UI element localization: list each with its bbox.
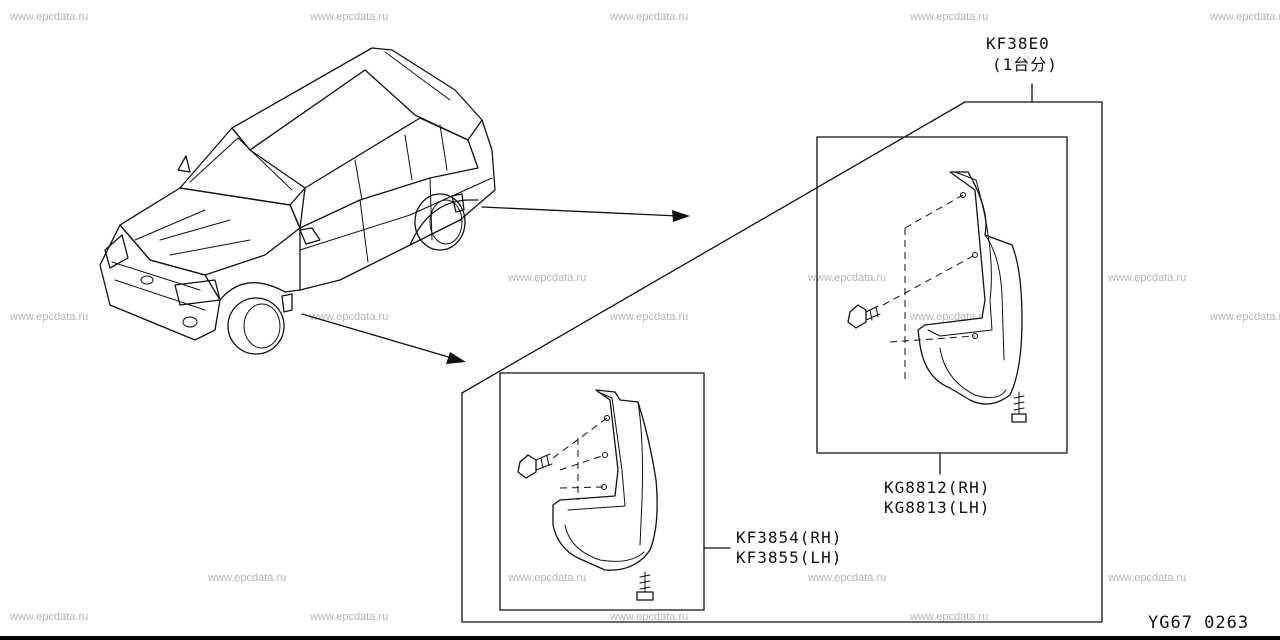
watermark: www.epcdata.ru	[1108, 272, 1187, 284]
watermark: www.epcdata.ru	[610, 11, 689, 23]
rear-guard-rh-label: KG8812(RH)	[884, 478, 991, 497]
watermark: www.epcdata.ru	[310, 11, 389, 23]
vehicle-illustration	[99, 47, 496, 355]
watermark: www.epcdata.ru	[910, 611, 989, 623]
watermark: www.epcdata.ru	[508, 272, 587, 284]
watermark: www.epcdata.ru	[10, 311, 89, 323]
kit-frame	[461, 83, 1103, 623]
watermark: www.epcdata.ru	[208, 572, 287, 584]
watermark: www.epcdata.ru	[10, 11, 89, 23]
watermark: www.epcdata.ru	[1210, 11, 1280, 23]
clip-icon	[517, 453, 553, 479]
watermark: www.epcdata.ru	[508, 572, 587, 584]
front-guard-rh-label: KF3854(RH)	[736, 528, 843, 547]
front-guard-lh-label: KF3855(LH)	[736, 548, 843, 567]
screw-icon	[1011, 391, 1027, 423]
watermark: www.epcdata.ru	[808, 572, 887, 584]
watermark: www.epcdata.ru	[610, 311, 689, 323]
watermark: www.epcdata.ru	[610, 611, 689, 623]
watermark: www.epcdata.ru	[310, 311, 389, 323]
kit-code-label: KF38E0	[986, 34, 1050, 53]
screw-icon	[636, 571, 654, 601]
clip-icon	[847, 304, 881, 329]
bottom-border	[0, 636, 1280, 640]
kit-qty-label: (1台分)	[992, 55, 1058, 74]
watermark: www.epcdata.ru	[310, 611, 389, 623]
arrows	[301, 206, 690, 364]
watermark: www.epcdata.ru	[1210, 311, 1280, 323]
rear-guard-lh-label: KG8813(LH)	[884, 498, 991, 517]
watermark: www.epcdata.ru	[808, 272, 887, 284]
figure-code: YG67 0263	[1148, 613, 1250, 633]
rear-mud-guard-group	[816, 136, 1068, 475]
front-mud-guard-group	[499, 372, 731, 611]
watermark: www.epcdata.ru	[910, 11, 989, 23]
watermark: www.epcdata.ru	[10, 611, 89, 623]
watermark: www.epcdata.ru	[1108, 572, 1187, 584]
